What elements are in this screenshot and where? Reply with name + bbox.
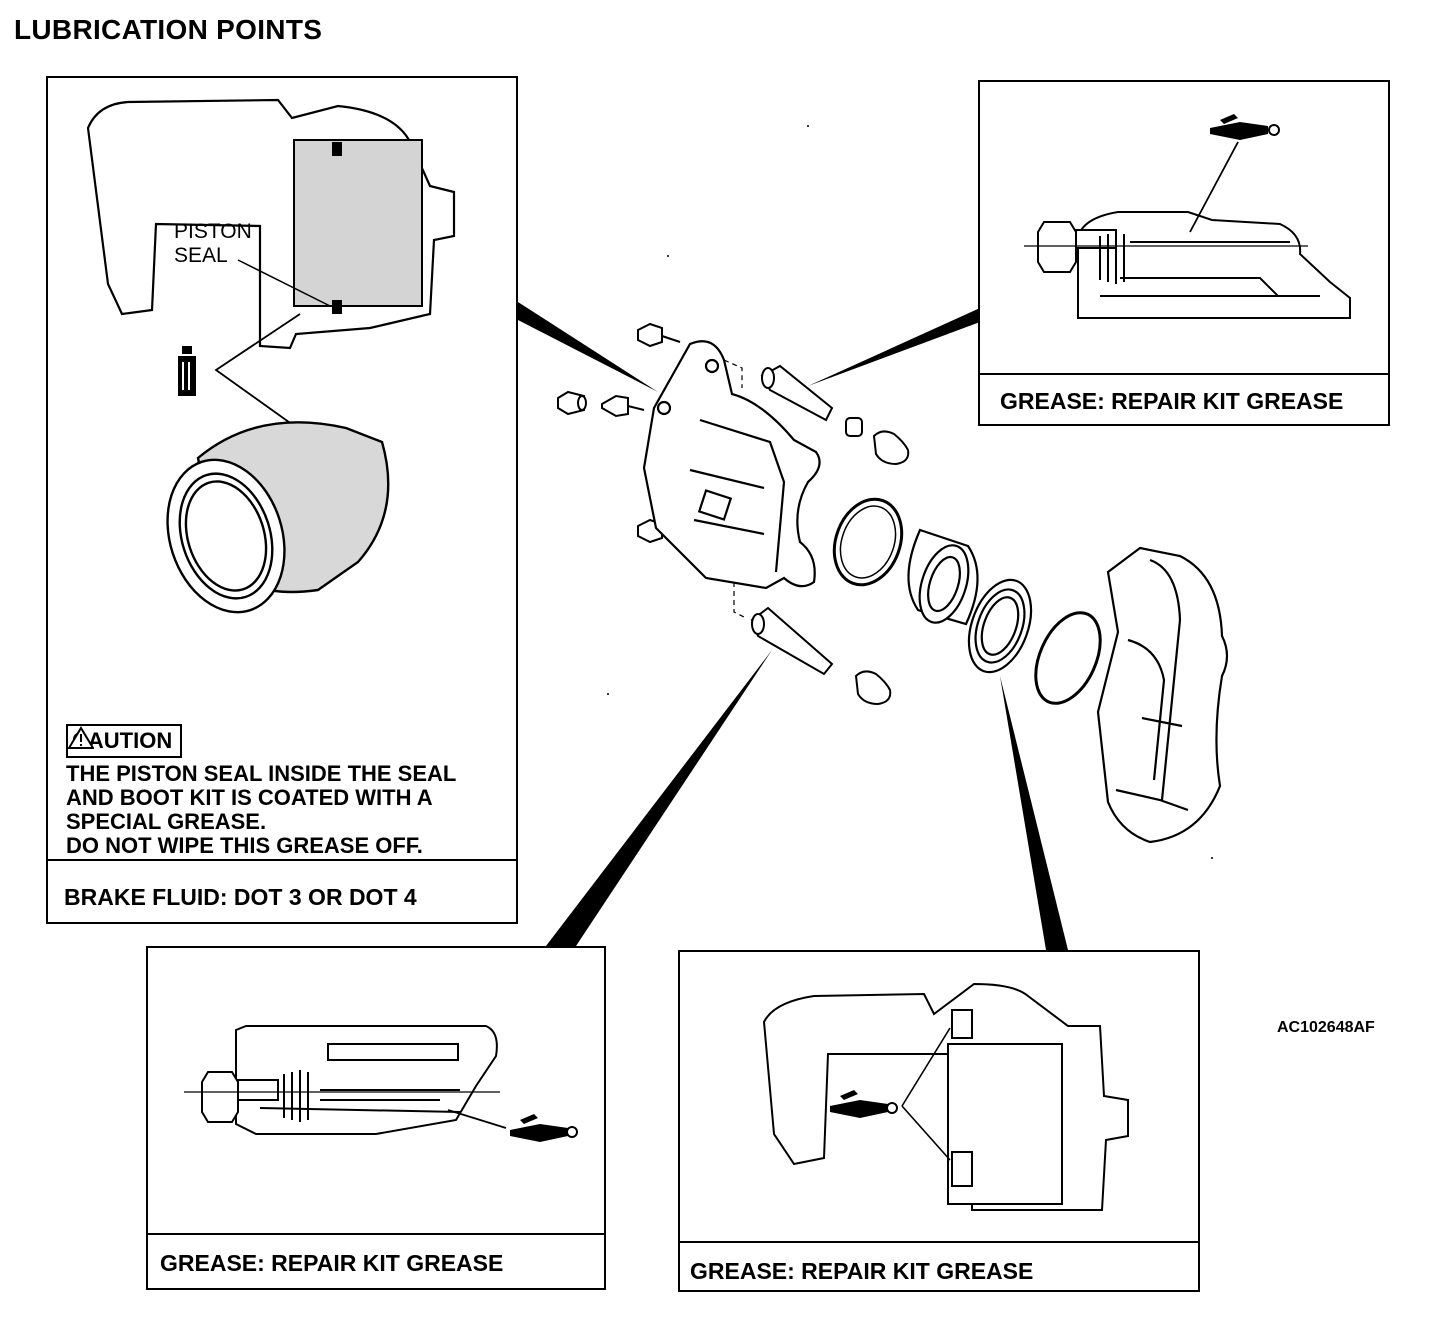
seal-stipple-area <box>293 139 423 307</box>
piston-illustration <box>48 98 518 861</box>
bleeder-cap <box>557 390 587 416</box>
leader-top-right-panel <box>808 308 980 386</box>
warning-triangle-icon <box>68 726 94 749</box>
guide-pin-grease-illustration-top <box>980 114 1390 375</box>
panel-bottom-left: GREASE: REPAIR KIT GREASE <box>146 946 606 1290</box>
panel-top-right: GREASE: REPAIR KIT GREASE <box>978 80 1390 426</box>
page-title: LUBRICATION POINTS <box>14 14 323 45</box>
caution-badge: CAUTION <box>66 724 183 758</box>
leader-bottom-left-panel <box>546 650 772 946</box>
panel-piston: PISTON SEAL CAUTION THE PISTON SEAL INSI… <box>46 76 518 924</box>
grease-tube-icon <box>510 1114 578 1142</box>
caution-text: THE PISTON SEAL INSIDE THE SEAL AND BOOT… <box>66 761 457 858</box>
grease-label-top-right: GREASE: REPAIR KIT GREASE <box>1000 388 1344 414</box>
piston-seal-label: PISTON SEAL <box>174 220 252 267</box>
piston-seal-ring <box>832 497 904 587</box>
guide-pin-upper <box>760 364 834 422</box>
leader-bottom-center-panel <box>1000 676 1068 950</box>
guide-pin-grease-illustration-bottom-left <box>148 1025 606 1235</box>
pin-boot-lower <box>854 670 892 706</box>
grease-tube-icon <box>830 1090 898 1118</box>
figure-id: AC102648AF <box>1277 1019 1375 1036</box>
piston-detail <box>166 421 390 614</box>
caliper-grease-illustration-bottom <box>680 982 1200 1243</box>
grease-label-bottom-center: GREASE: REPAIR KIT GREASE <box>690 1258 1034 1284</box>
caliper-support <box>642 340 821 590</box>
piston <box>907 528 979 626</box>
panel-bottom-center: GREASE: REPAIR KIT GREASE <box>678 950 1200 1292</box>
leader-piston-panel <box>518 302 658 392</box>
boot-ring <box>1034 611 1102 705</box>
pin-boot-upper <box>845 417 910 466</box>
caliper-body <box>1096 546 1229 844</box>
brake-fluid-bottle-icon <box>178 346 196 396</box>
guide-pin-lower <box>750 606 834 676</box>
bleeder-screw <box>601 394 645 418</box>
bolt-upper <box>637 322 681 348</box>
piston-boot <box>967 578 1033 674</box>
brake-fluid-label: BRAKE FLUID: DOT 3 OR DOT 4 <box>64 884 417 910</box>
grease-tube-icon <box>1210 114 1280 140</box>
grease-label-bottom-left: GREASE: REPAIR KIT GREASE <box>160 1250 504 1276</box>
